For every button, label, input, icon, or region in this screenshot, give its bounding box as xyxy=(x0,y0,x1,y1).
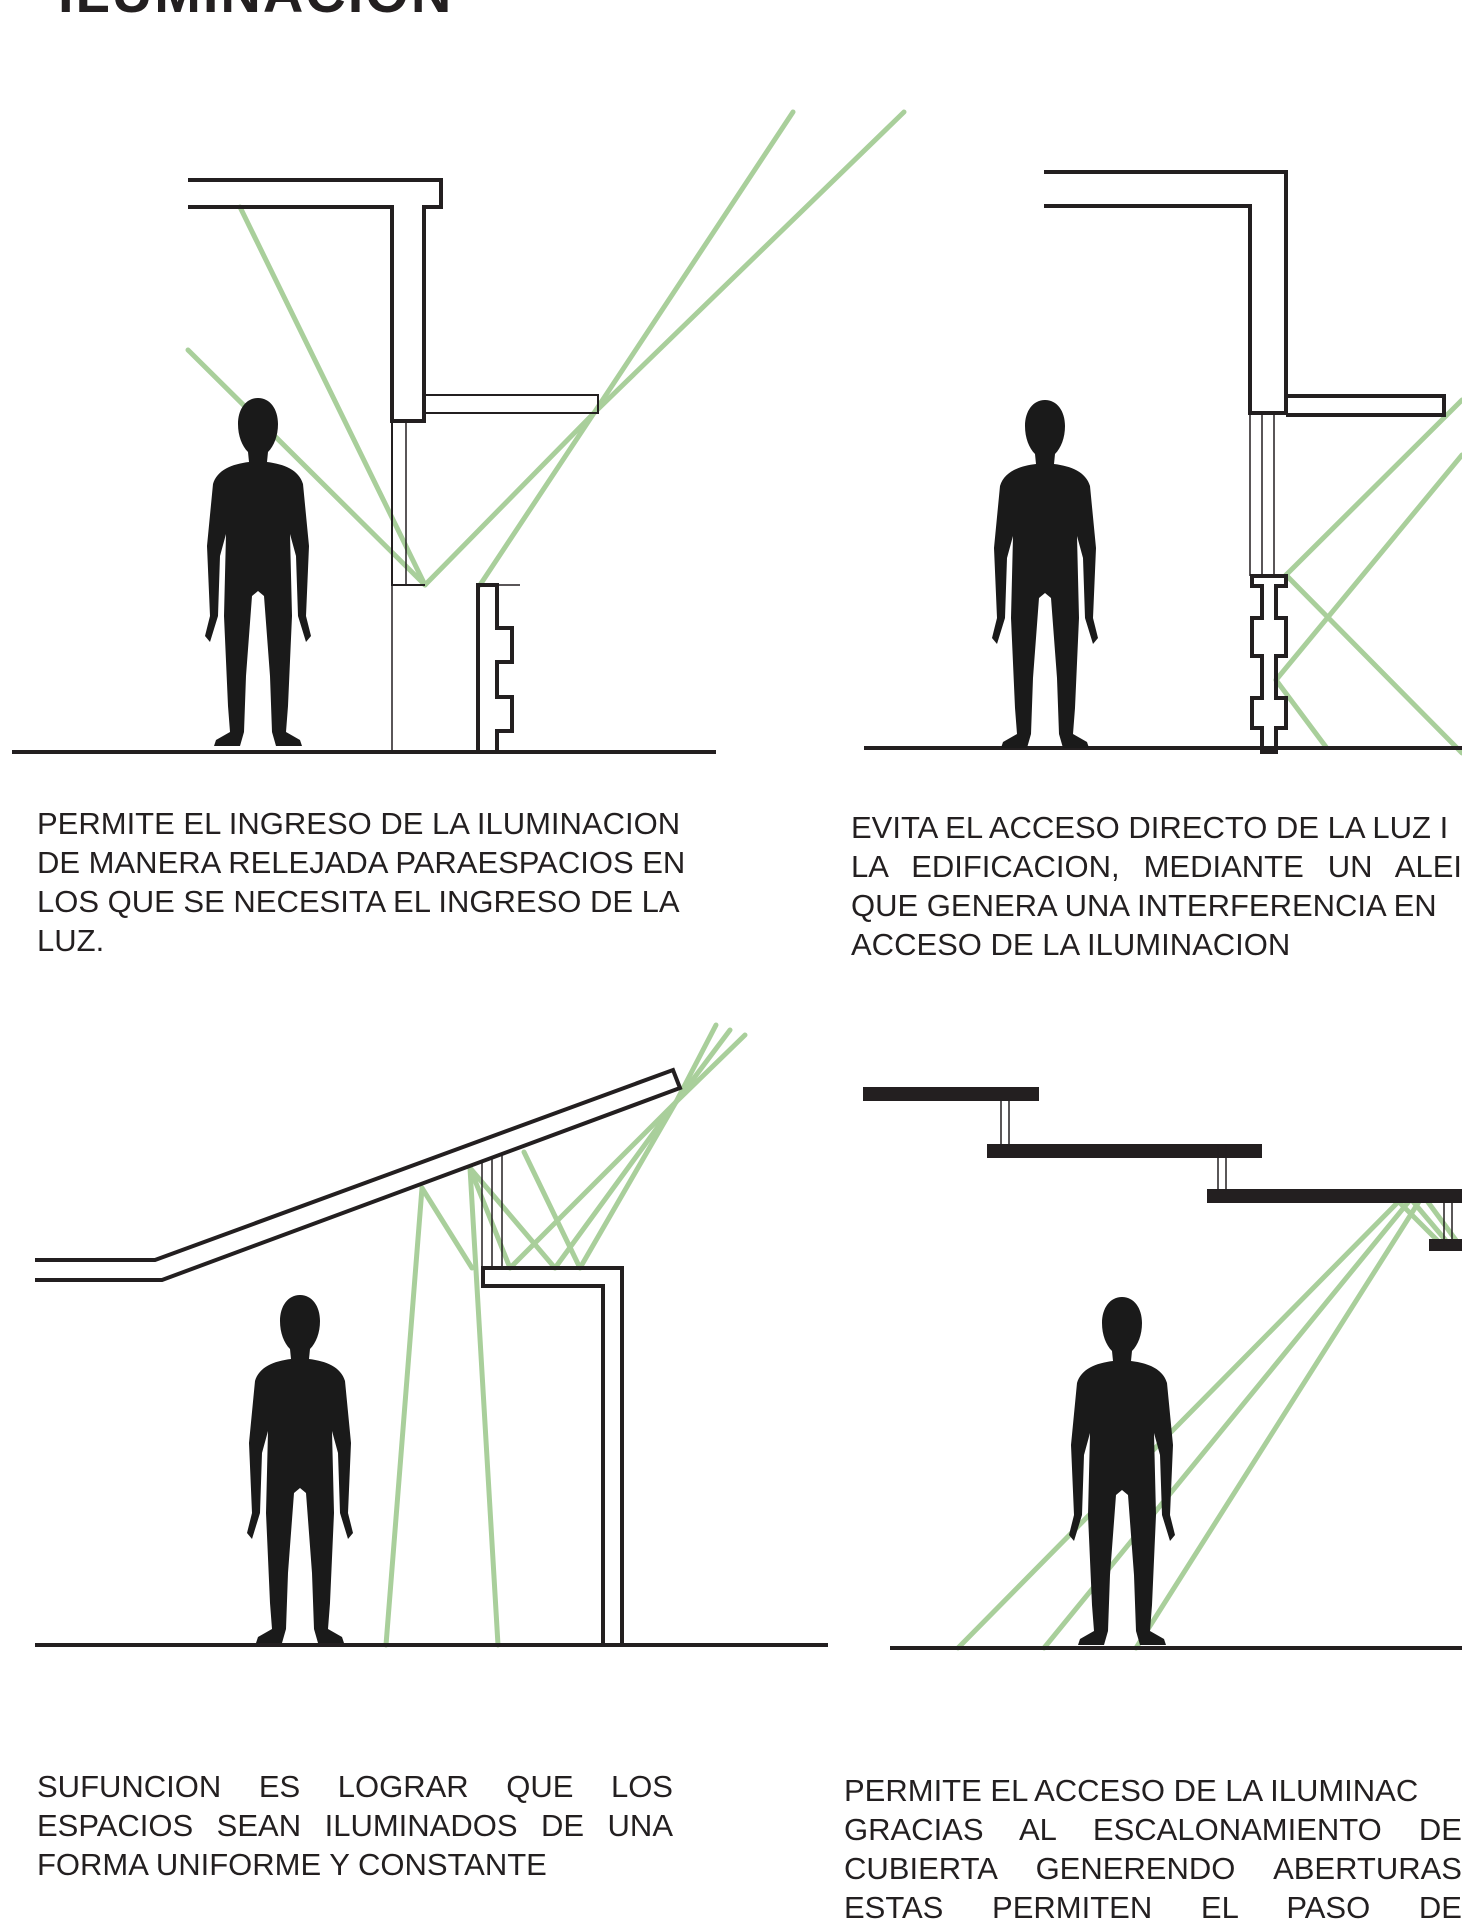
diagram-stepped-roof xyxy=(863,1087,1462,1651)
light-rays xyxy=(1273,397,1462,756)
caption-line: LUZ. xyxy=(37,923,105,958)
person-silhouette xyxy=(247,1295,353,1643)
caption-line: PERMITE EL ACCESO DE LA ILUMINAC xyxy=(844,1773,1419,1808)
person-silhouette xyxy=(992,400,1098,748)
caption-sloped-roof-skylight: SUFUNCION ES LOGRAR QUE LOS ESPACIOS SEA… xyxy=(37,1767,673,1884)
light-rays xyxy=(383,1022,748,1648)
caption-line: GRACIAS AL ESCALONAMIENTO DE xyxy=(844,1812,1462,1847)
caption-line: EVITA EL ACCESO DIRECTO DE LA LUZ I xyxy=(851,810,1449,845)
building-section xyxy=(864,170,1462,754)
caption-line: ESTAS PERMITEN EL PASO DE xyxy=(844,1890,1462,1925)
caption-line: ESPACIOS SEAN ILUMINADOS DE UNA xyxy=(37,1808,673,1843)
caption-stepped-roof: PERMITE EL ACCESO DE LA ILUMINAC GRACIAS… xyxy=(844,1771,1462,1927)
caption-line: SUFUNCION ES LOGRAR QUE LOS xyxy=(37,1769,673,1804)
building-section xyxy=(863,1087,1462,1650)
caption-line: LOS QUE SE NECESITA EL INGRESO DE LA xyxy=(37,884,680,919)
caption-reflected-light: PERMITE EL INGRESO DE LA ILUMINACION DE … xyxy=(37,804,707,960)
caption-line: DE MANERA RELEJADA PARAESPACIOS EN xyxy=(37,845,686,880)
building-section xyxy=(12,178,716,754)
caption-line: LA EDIFICACION, MEDIANTE UN ALEI xyxy=(851,849,1462,884)
caption-line: FORMA UNIFORME Y CONSTANTE xyxy=(37,1847,547,1882)
diagram-eave-overhang xyxy=(864,170,1462,756)
caption-line: QUE GENERA UNA INTERFERENCIA EN xyxy=(851,888,1437,923)
person-silhouette xyxy=(205,398,311,746)
caption-line: PERMITE EL INGRESO DE LA ILUMINACION xyxy=(37,806,681,841)
person-silhouette xyxy=(1069,1297,1175,1645)
diagram-reflected-light xyxy=(12,109,907,754)
page-title: ILUMINACION xyxy=(58,0,453,25)
caption-line: CUBIERTA GENERENDO ABERTURAS xyxy=(844,1851,1462,1886)
light-rays xyxy=(955,1195,1461,1651)
caption-eave-overhang: EVITA EL ACCESO DIRECTO DE LA LUZ I LA E… xyxy=(851,808,1462,964)
caption-line: ACCESO DE LA ILUMINACION xyxy=(851,927,1291,962)
diagram-sloped-roof-skylight xyxy=(35,1022,828,1648)
building-section xyxy=(35,1067,828,1647)
light-rays xyxy=(185,109,907,588)
